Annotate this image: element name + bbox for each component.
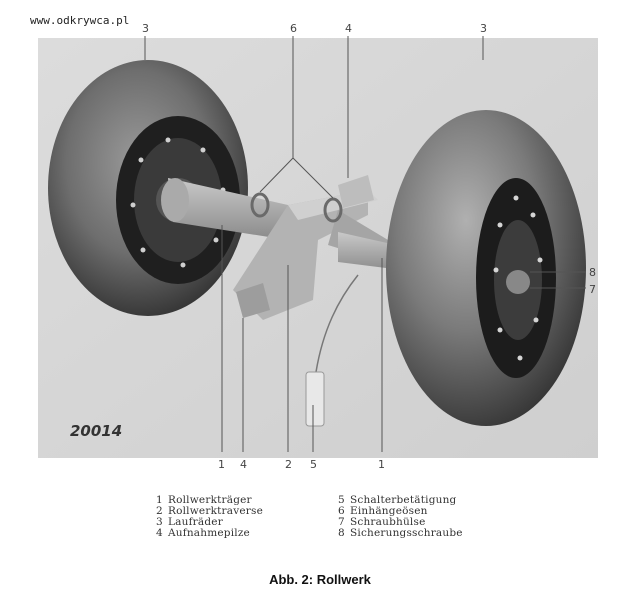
legend-num: 2 [156, 505, 163, 517]
rollwerk-photo [38, 0, 598, 480]
legend-num: 5 [338, 494, 345, 506]
legend-left: 1 Rollwerkträger 2 Rollwerktraverse 3 Laufr… [156, 495, 263, 539]
legend-num: 6 [338, 505, 345, 517]
legend-num: 7 [338, 516, 345, 528]
legend-item: 6 Einhängeösen [338, 506, 463, 517]
callout-4-bottom: 4 [240, 458, 247, 471]
callout-3-left: 3 [142, 22, 149, 35]
legend-item: 5 Schalterbetätigung [338, 495, 463, 506]
callout-3-right: 3 [480, 22, 487, 35]
legend-text: Laufräder [168, 516, 223, 528]
legend-text: Schraubhülse [350, 516, 426, 528]
legend-text: Rollwerkträger [168, 494, 252, 506]
rollwerk-illustration [38, 36, 598, 458]
legend-item: 7 Schraubhülse [338, 517, 463, 528]
callout-5: 5 [310, 458, 317, 471]
legend-num: 3 [156, 516, 163, 528]
legend-text: Sicherungsschraube [350, 527, 463, 539]
callout-6: 6 [290, 22, 297, 35]
legend-text: Schalterbetätigung [350, 494, 457, 506]
legend-text: Einhängeösen [350, 505, 428, 517]
legend-num: 4 [156, 527, 163, 539]
callout-1-left: 1 [218, 458, 225, 471]
callout-2: 2 [285, 458, 292, 471]
photo-code: 20014 [70, 422, 123, 440]
legend-item: 8 Sicherungsschraube [338, 528, 463, 539]
legend-right: 5 Schalterbetätigung 6 Einhängeösen 7 Schra… [338, 495, 463, 539]
callout-4-top: 4 [345, 22, 352, 35]
legend-item: 4 Aufnahmepilze [156, 528, 263, 539]
callout-7: 7 [589, 283, 596, 296]
watermark: www.odkrywca.pl [30, 14, 130, 27]
callout-8: 8 [589, 266, 596, 279]
legend-text: Aufnahmepilze [168, 527, 250, 539]
legend-item: 3 Laufräder [156, 517, 263, 528]
legend-text: Rollwerktraverse [168, 505, 263, 517]
legend-item: 1 Rollwerkträger [156, 495, 263, 506]
callout-1-right: 1 [378, 458, 385, 471]
figure-caption: Abb. 2: Rollwerk [269, 572, 371, 587]
legend-num: 8 [338, 527, 345, 539]
legend-item: 2 Rollwerktraverse [156, 506, 263, 517]
legend-num: 1 [156, 494, 163, 506]
